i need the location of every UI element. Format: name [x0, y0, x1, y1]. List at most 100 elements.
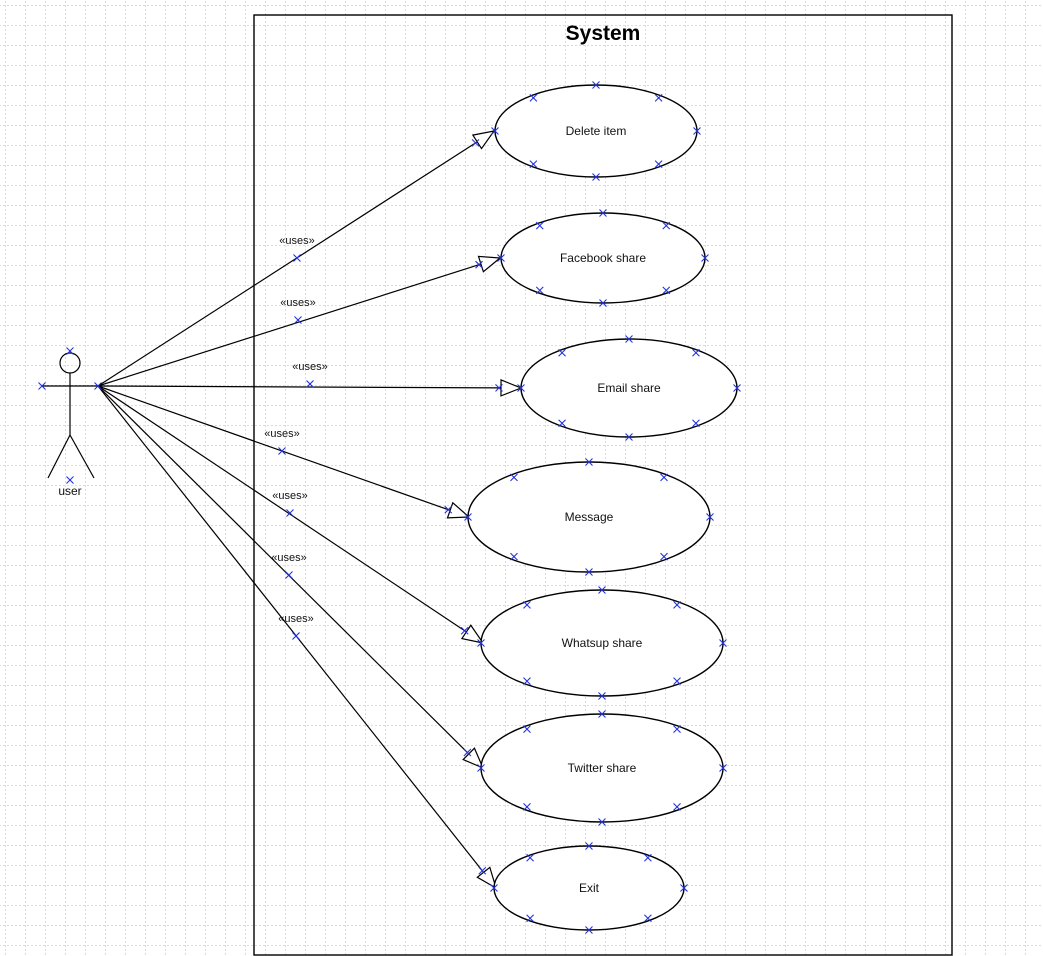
use-case-resize-handle[interactable]	[523, 600, 531, 609]
use-case-resize-handle[interactable]	[673, 725, 681, 734]
use-case-resize-handle[interactable]	[625, 335, 633, 343]
association-twitter[interactable]: «uses»	[97, 385, 485, 770]
use-case-resize-handle[interactable]	[598, 710, 606, 718]
use-case-resize-handle[interactable]	[592, 173, 600, 181]
use-case-resize-handle[interactable]	[599, 299, 607, 307]
associations: «uses»«uses»«uses»«uses»«uses»«uses»«use…	[97, 130, 523, 890]
use-case-resize-handle[interactable]	[529, 93, 538, 102]
actor-resize-handle[interactable]	[38, 382, 46, 390]
system-boundary[interactable]: System	[253, 14, 953, 956]
use-case-resize-handle[interactable]	[654, 160, 663, 169]
association-line-message	[97, 385, 451, 511]
association-label-handle[interactable]	[294, 316, 302, 324]
use-case-resize-handle[interactable]	[477, 764, 485, 772]
use-case-email[interactable]: Email share	[520, 338, 738, 438]
use-case-resize-handle[interactable]	[644, 914, 652, 923]
association-label-handle[interactable]	[278, 447, 286, 455]
use-case-exit[interactable]: Exit	[493, 845, 685, 931]
use-case-resize-handle[interactable]	[491, 127, 499, 135]
use-case-resize-handle[interactable]	[464, 513, 472, 521]
use-case-resize-handle[interactable]	[585, 926, 593, 934]
use-case-resize-handle[interactable]	[517, 384, 525, 392]
use-case-resize-handle[interactable]	[660, 473, 668, 482]
use-case-resize-handle[interactable]	[497, 254, 505, 262]
use-case-resize-handle[interactable]	[673, 677, 681, 686]
use-case-resize-handle[interactable]	[598, 692, 606, 700]
use-case-resize-handle[interactable]	[719, 639, 727, 647]
association-end-handle[interactable]	[471, 139, 480, 147]
association-end-handle[interactable]	[444, 505, 453, 514]
use-case-resize-handle[interactable]	[625, 433, 633, 441]
use-case-whatsup[interactable]: Whatsup share	[480, 589, 724, 697]
use-case-resize-handle[interactable]	[662, 286, 671, 295]
generalization-arrowhead	[446, 501, 471, 519]
use-case-resize-handle[interactable]	[523, 725, 531, 734]
use-case-resize-handle[interactable]	[644, 853, 652, 862]
use-case-resize-handle[interactable]	[693, 127, 701, 135]
association-label-handle[interactable]	[285, 571, 293, 579]
use-case-resize-handle[interactable]	[510, 473, 518, 482]
use-case-resize-handle[interactable]	[662, 221, 671, 230]
use-case-label: Facebook share	[560, 251, 646, 265]
use-case-resize-handle[interactable]	[654, 93, 663, 102]
use-case-resize-handle[interactable]	[692, 419, 700, 428]
use-case-resize-handle[interactable]	[592, 81, 600, 89]
use-case-resize-handle[interactable]	[585, 842, 593, 850]
use-case-resize-handle[interactable]	[510, 552, 518, 561]
uses-stereotype-label: «uses»	[279, 235, 314, 247]
association-end-handle[interactable]	[475, 260, 483, 269]
association-email[interactable]: «uses»	[97, 361, 523, 397]
use-case-resize-handle[interactable]	[673, 802, 681, 811]
use-case-resize-handle[interactable]	[585, 458, 593, 466]
use-case-message[interactable]: Message	[467, 461, 711, 573]
use-case-resize-handle[interactable]	[719, 764, 727, 772]
association-line-delete	[97, 141, 478, 387]
use-case-resize-handle[interactable]	[526, 853, 534, 862]
use-case-resize-handle[interactable]	[558, 419, 566, 428]
actor-resize-handle[interactable]	[66, 476, 74, 484]
association-end-handle[interactable]	[478, 866, 487, 875]
use-case-resize-handle[interactable]	[535, 286, 544, 295]
association-label-handle[interactable]	[306, 380, 314, 388]
association-label-handle[interactable]	[286, 509, 294, 517]
association-end-handle[interactable]	[463, 748, 472, 757]
association-facebook[interactable]: «uses»	[97, 255, 502, 387]
use-case-resize-handle[interactable]	[680, 884, 688, 892]
use-case-resize-handle[interactable]	[585, 568, 593, 576]
use-case-resize-handle[interactable]	[733, 384, 741, 392]
actor-resize-handle[interactable]	[66, 347, 74, 355]
use-case-resize-handle[interactable]	[490, 884, 498, 892]
association-exit[interactable]: «uses»	[97, 385, 498, 890]
actor-user[interactable]: user	[42, 352, 98, 498]
association-line-email	[97, 385, 502, 389]
use-case-resize-handle[interactable]	[706, 513, 714, 521]
use-case-resize-handle[interactable]	[598, 818, 606, 826]
association-line-twitter	[97, 385, 470, 755]
association-label-handle[interactable]	[293, 254, 301, 262]
use-case-facebook[interactable]: Facebook share	[500, 212, 706, 304]
use-case-resize-handle[interactable]	[529, 160, 538, 169]
use-case-resize-handle[interactable]	[692, 348, 700, 357]
actor-resize-handle[interactable]	[94, 382, 102, 390]
use-case-resize-handle[interactable]	[558, 348, 566, 357]
use-case-resize-handle[interactable]	[535, 221, 544, 230]
use-case-resize-handle[interactable]	[477, 639, 485, 647]
association-message[interactable]: «uses»	[97, 385, 471, 519]
use-case-resize-handle[interactable]	[599, 209, 607, 217]
association-whatsup[interactable]: «uses»	[97, 385, 485, 644]
use-case-resize-handle[interactable]	[526, 914, 534, 923]
association-end-handle[interactable]	[460, 626, 469, 635]
use-case-resize-handle[interactable]	[660, 552, 668, 561]
uses-stereotype-label: «uses»	[278, 613, 313, 625]
association-label-handle[interactable]	[292, 632, 300, 640]
use-case-resize-handle[interactable]	[523, 802, 531, 811]
use-case-twitter[interactable]: Twitter share	[480, 713, 724, 823]
use-case-resize-handle[interactable]	[673, 600, 681, 609]
use-case-resize-handle[interactable]	[598, 586, 606, 594]
use-case-resize-handle[interactable]	[523, 677, 531, 686]
use-case-resize-handle[interactable]	[701, 254, 709, 262]
uses-stereotype-label: «uses»	[280, 297, 315, 309]
use-case-delete[interactable]: Delete item	[494, 84, 698, 178]
association-end-handle[interactable]	[495, 384, 503, 392]
uses-stereotype-label: «uses»	[272, 490, 307, 502]
